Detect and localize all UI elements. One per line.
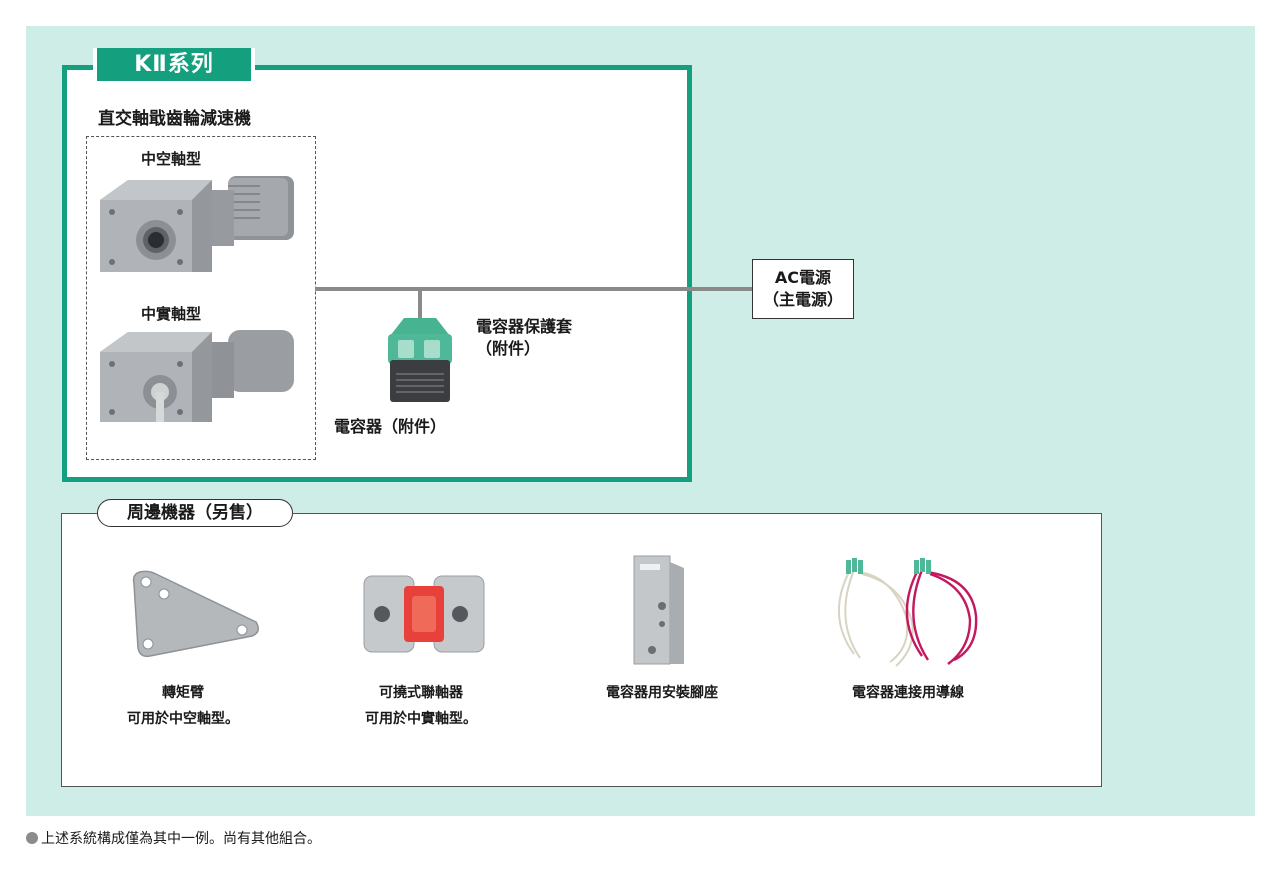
peripheral-item-lead-wires: 電容器連接用導線 [828,680,988,706]
coupling-note: 可用於中實軸型。 [365,711,477,727]
power-line [315,287,752,291]
ac-power-box: AC電源 （主電源） [752,259,854,319]
series-tag: KⅡ系列 [93,48,255,81]
torque-arm-label: 轉矩臂 [162,685,204,701]
hollow-shaft-gearmotor-image [100,176,294,272]
peripheral-item-bracket: 電容器用安裝腳座 [582,680,742,706]
torque-arm-image [132,570,259,658]
peripherals-box [61,513,1102,787]
capacitor-label: 電容器（附件） [334,417,447,436]
ac-power-note: （主電源） [762,290,843,309]
peripherals-tab: 周邊機器（另售） [97,499,293,527]
torque-arm-note: 可用於中空軸型。 [127,711,239,727]
capacitor-branch-line [418,289,422,321]
hollow-shaft-label: 中空軸型 [141,150,202,168]
flexible-coupling-image [363,575,485,653]
bracket-label: 電容器用安裝腳座 [606,685,718,701]
peripheral-item-coupling: 可撓式聯軸器 可用於中實軸型。 [346,680,496,732]
gearmotor-group [86,136,316,460]
lead-wires-label: 電容器連接用導線 [852,685,964,701]
capacitor-cover-label: 電容器保護套 [476,317,573,336]
series-subtitle: 直交軸戢齒輪減速機 [98,109,251,129]
footnote-text: 上述系統構成僅為其中一例。尚有其他組合。 [41,831,321,847]
bullet-icon [26,832,38,844]
capacitor-bracket-image [633,555,684,665]
capacitor-cover-note: （附件） [476,339,541,358]
peripheral-item-torque-arm: 轉矩臂 可用於中空軸型。 [108,680,258,732]
coupling-label: 可撓式聯軸器 [379,685,463,701]
solid-shaft-gearmotor-image [100,330,294,422]
ac-power-label: AC電源 [774,268,832,287]
capacitor-image [388,318,452,402]
footnote: 上述系統構成僅為其中一例。尚有其他組合。 [26,828,321,848]
solid-shaft-label: 中實軸型 [141,305,202,323]
lead-wires-image [838,558,978,667]
